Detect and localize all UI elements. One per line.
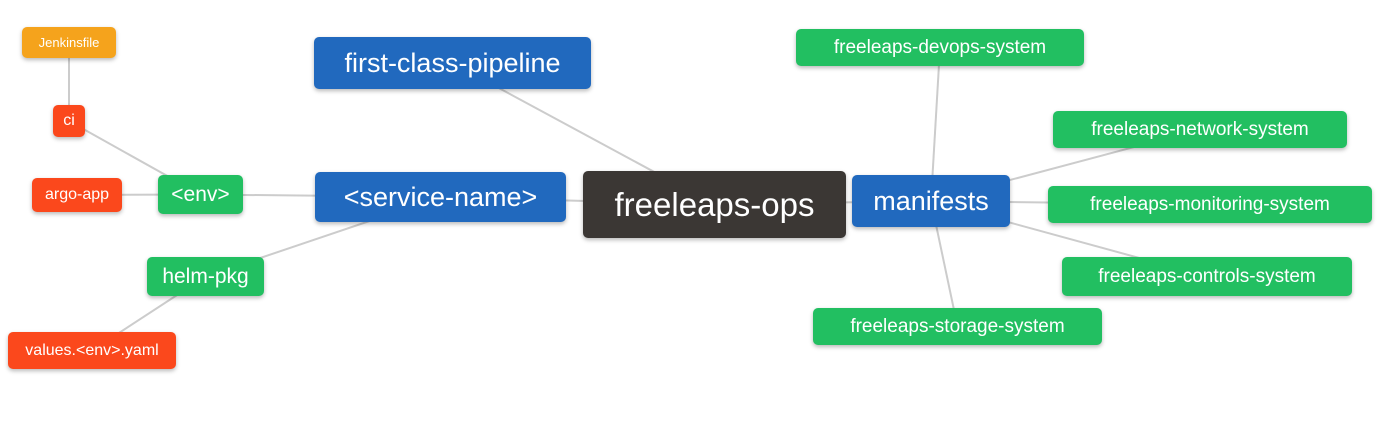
node-freeleaps-network-system[interactable]: freeleaps-network-system — [1053, 111, 1347, 148]
node-helm-pkg[interactable]: helm-pkg — [147, 257, 264, 296]
node-env[interactable]: <env> — [158, 175, 243, 214]
node-manifests[interactable]: manifests — [852, 175, 1010, 227]
node-freeleaps-ops[interactable]: freeleaps-ops — [583, 171, 846, 238]
node-first-class-pipeline[interactable]: first-class-pipeline — [314, 37, 591, 89]
node-freeleaps-monitoring-system[interactable]: freeleaps-monitoring-system — [1048, 186, 1372, 223]
node-freeleaps-devops-system[interactable]: freeleaps-devops-system — [796, 29, 1084, 66]
node-service-name[interactable]: <service-name> — [315, 172, 566, 222]
node-freeleaps-storage-system[interactable]: freeleaps-storage-system — [813, 308, 1102, 345]
node-ci[interactable]: ci — [53, 105, 85, 137]
node-freeleaps-controls-system[interactable]: freeleaps-controls-system — [1062, 257, 1352, 296]
node-jenkinsfile[interactable]: Jenkinsfile — [22, 27, 116, 58]
node-argo-app[interactable]: argo-app — [32, 178, 122, 212]
node-values-env-yaml[interactable]: values.<env>.yaml — [8, 332, 176, 369]
